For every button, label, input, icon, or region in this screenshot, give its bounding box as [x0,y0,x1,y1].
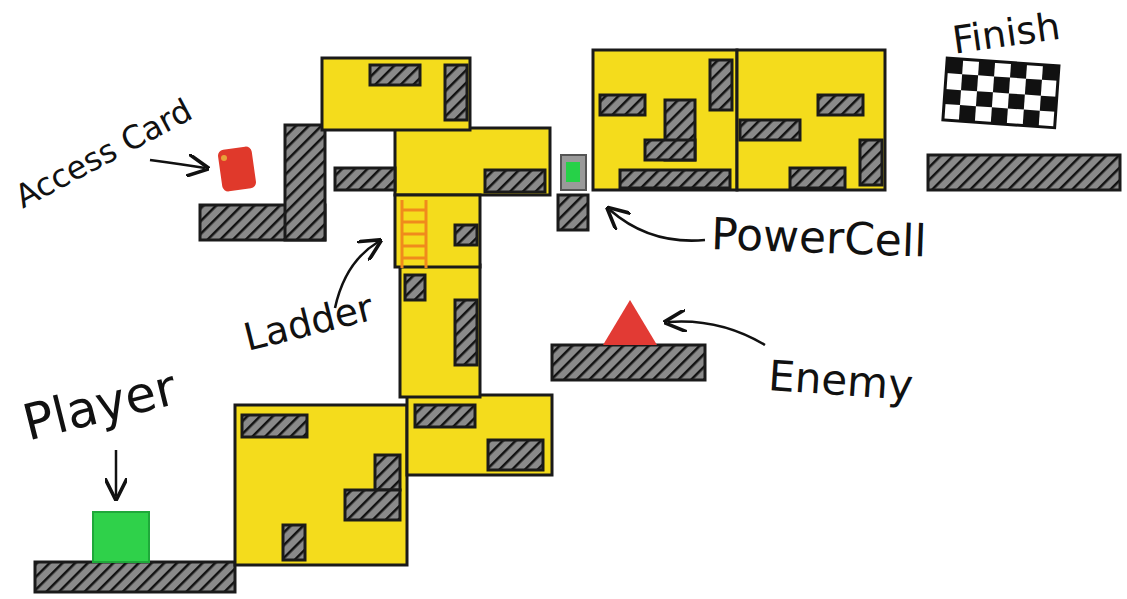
callout-label: Player [18,362,181,448]
callout-label: Access Card [10,94,197,214]
callout-label: Enemy [767,355,914,407]
callout-label: Finish [950,7,1062,60]
callout-label: Ladder [240,288,377,357]
callout-label: PowerCell [710,212,927,263]
